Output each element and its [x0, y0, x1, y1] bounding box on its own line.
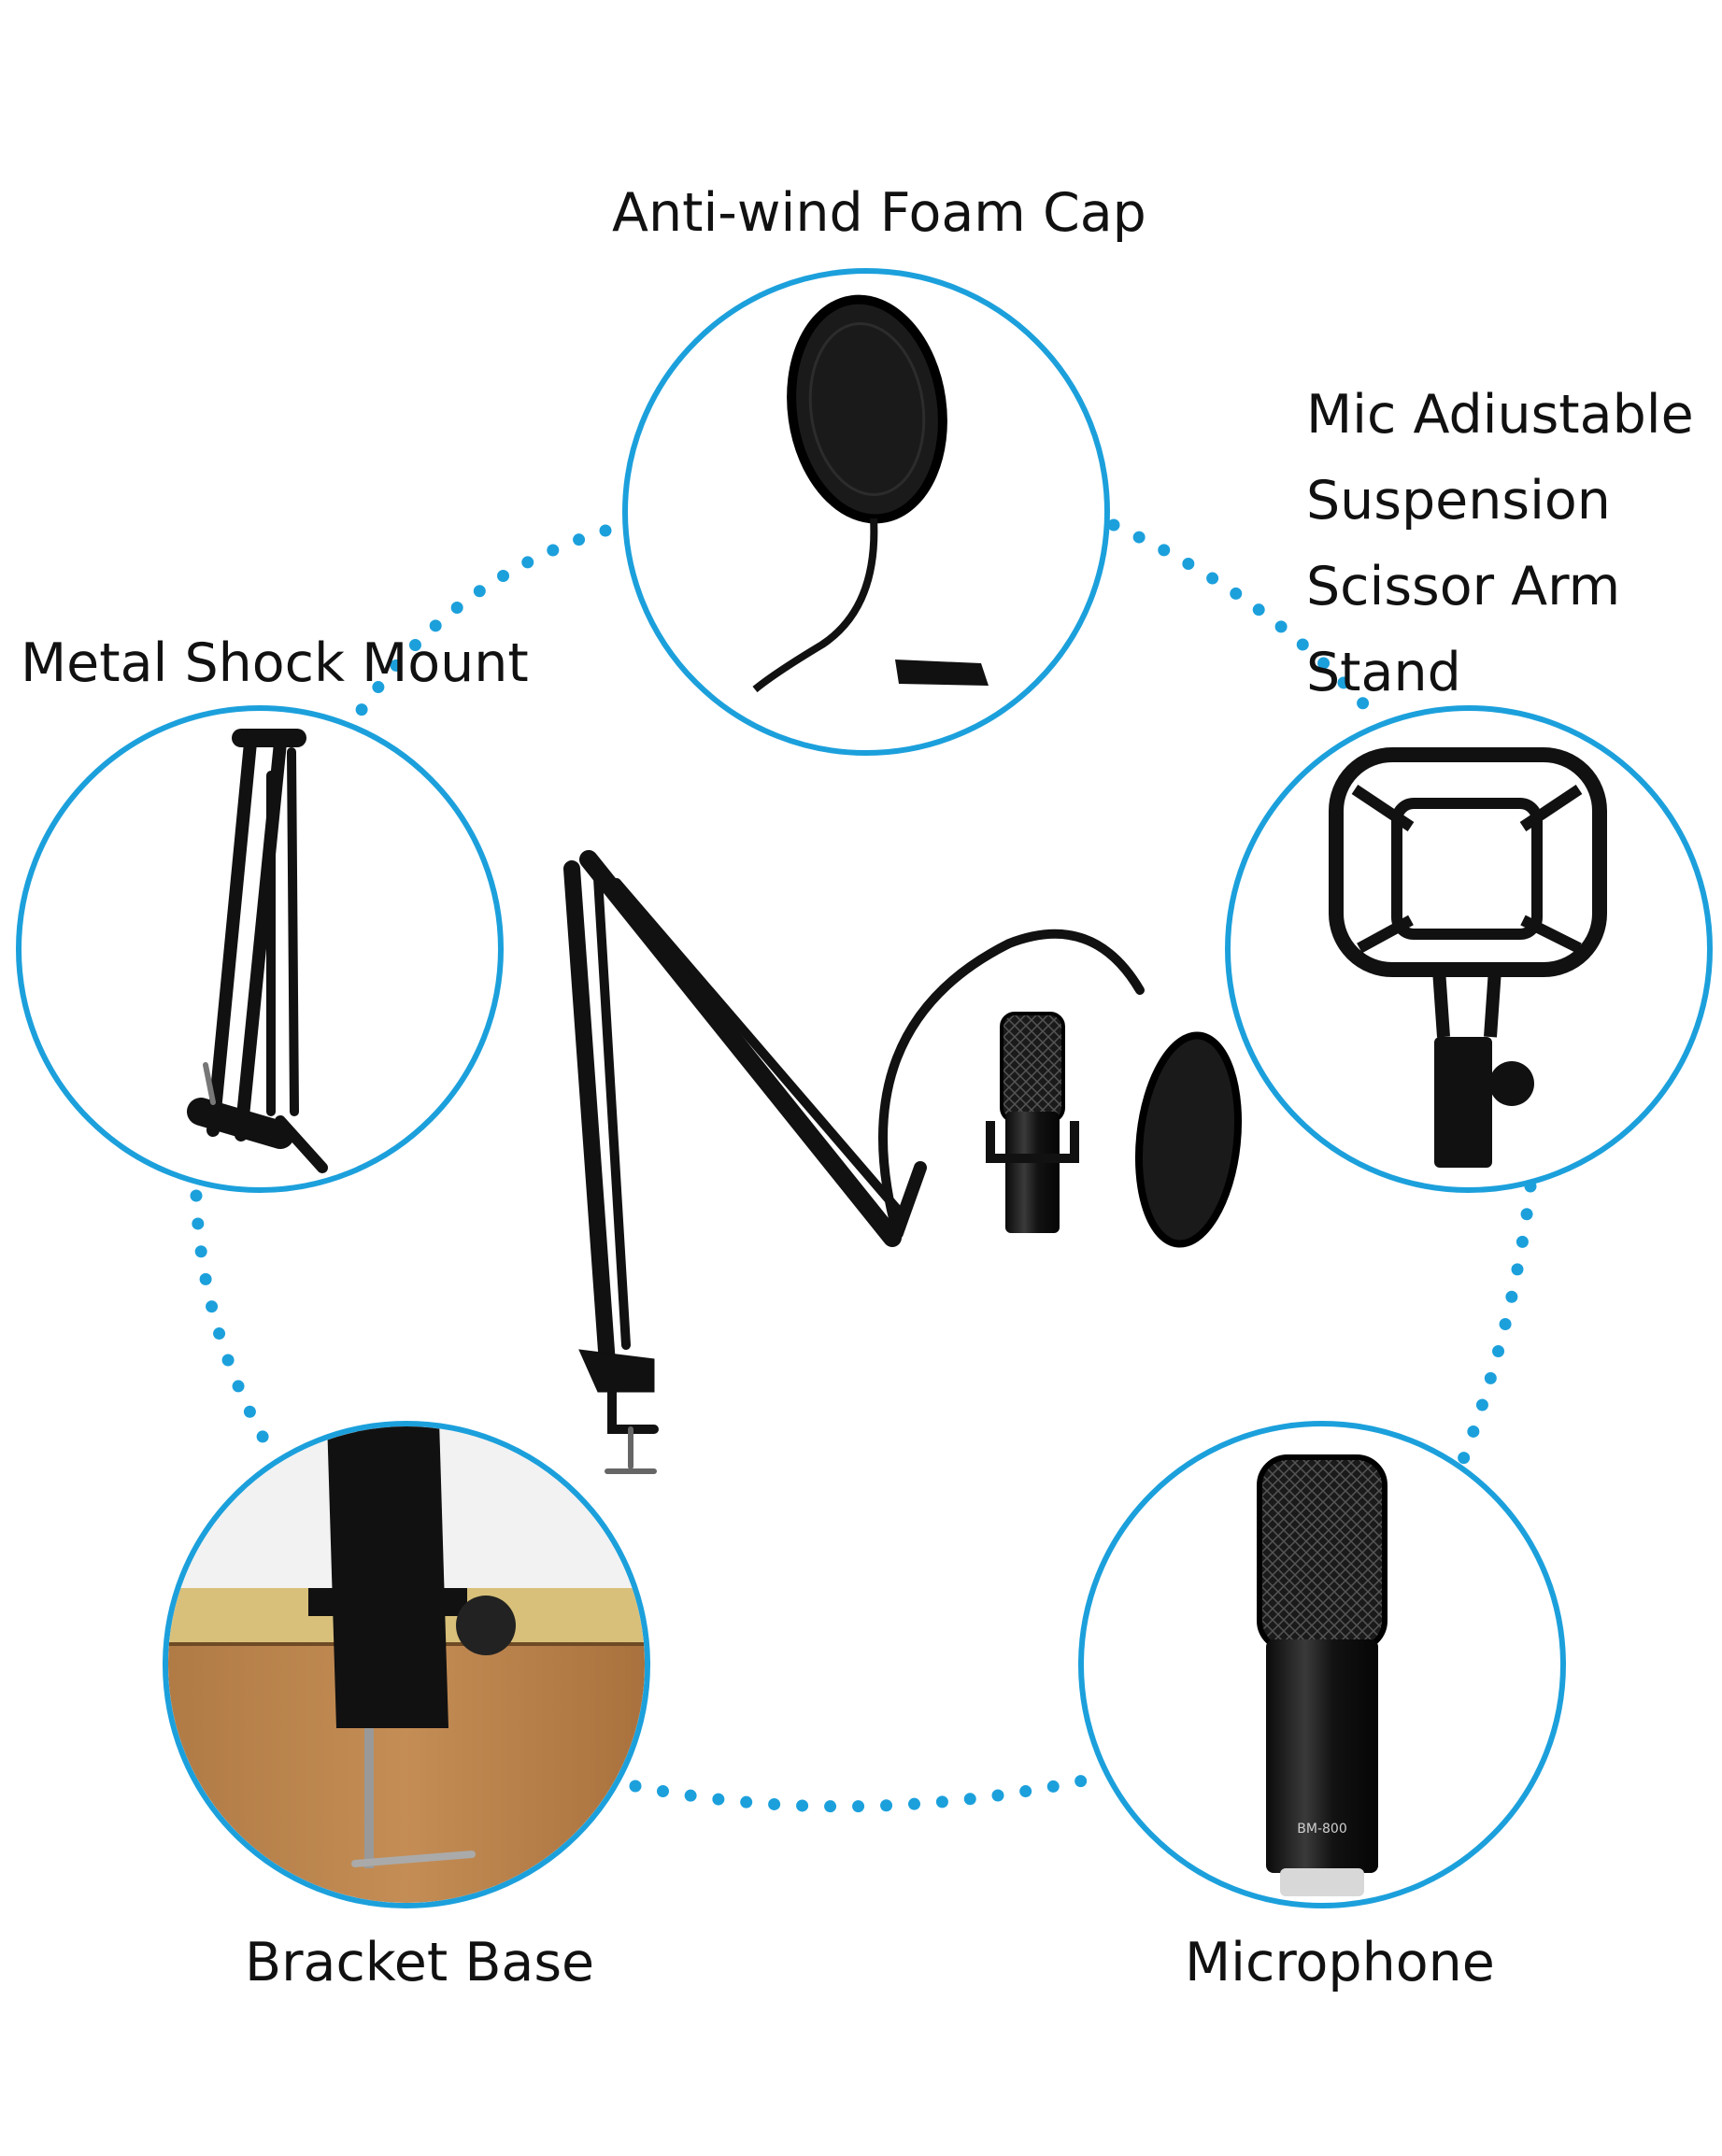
microphone-label: Microphone — [1185, 1932, 1495, 1993]
shock-mount-label: Metal Shock Mount — [21, 632, 529, 694]
bracket-base-label: Bracket Base — [245, 1932, 595, 1993]
connector-shock-to-bracket — [190, 1189, 273, 1450]
connector-shockmount-to-mic — [1456, 1180, 1537, 1468]
shock-mount-illustration — [1329, 747, 1607, 1168]
arm-stand-label-line: Stand — [1306, 642, 1461, 703]
boom-arm-illustration — [563, 850, 1145, 1474]
arm-stand-label-line: Suspension — [1306, 470, 1611, 532]
connector-bracket-to-mic — [629, 1770, 1107, 1813]
center-microphone-illustration — [986, 1012, 1243, 1248]
foam-cap-label: Anti-wind Foam Cap — [612, 182, 1146, 244]
connector-foam-to-shock — [349, 524, 612, 726]
scissor-arm-illustration — [187, 729, 328, 1173]
microphone-photo: BM-800 — [1257, 1454, 1388, 1896]
dotted-connector — [190, 518, 1537, 1813]
pop-filter-illustration — [752, 294, 989, 693]
arm-stand-label-line: Scissor Arm — [1306, 556, 1621, 617]
arm-stand-circle — [1225, 705, 1713, 1193]
arm-stand-label-line: Mic Adiustable — [1306, 384, 1694, 446]
arm-stand-label: Mic Adiustable Suspension Scissor Arm St… — [1306, 372, 1694, 716]
mic-model-text: BM-800 — [1297, 1822, 1346, 1837]
connector-foam-to-shockmount — [1107, 518, 1375, 716]
